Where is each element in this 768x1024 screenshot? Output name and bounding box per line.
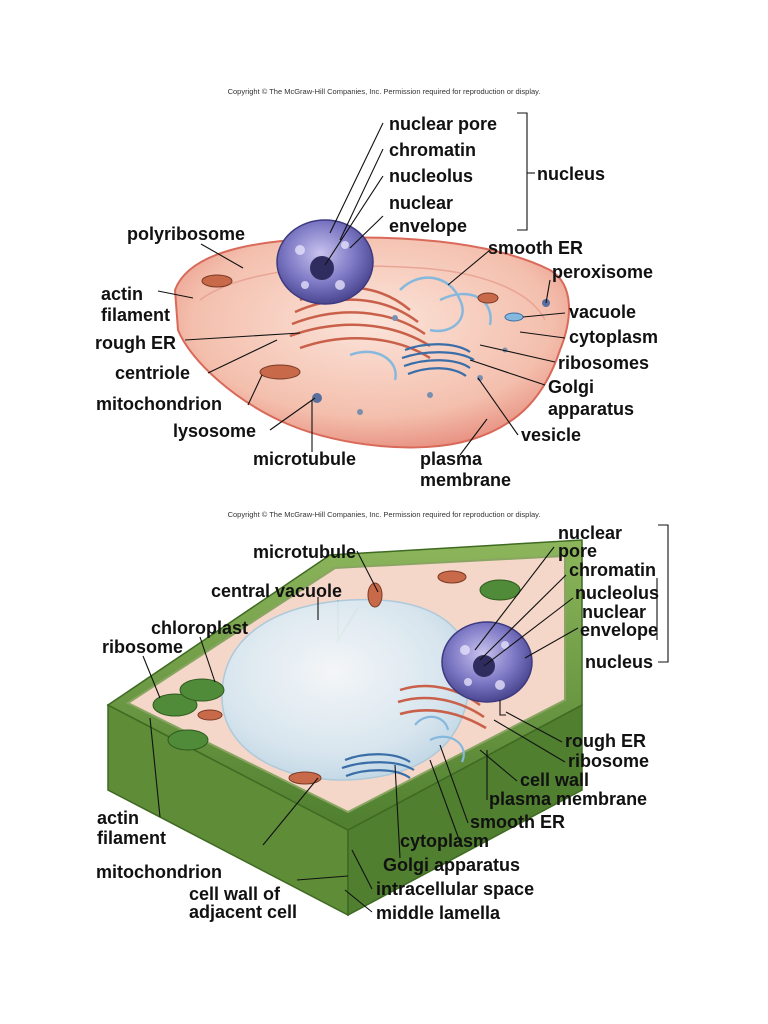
label-plant-nuclear-envelope-line1: nuclear (582, 602, 646, 622)
label-plant-middle-lamella: middle lamella (376, 903, 501, 923)
label-plant-ribosome-right: ribosome (568, 751, 649, 771)
label-plant-chloroplast: chloroplast (151, 618, 248, 638)
label-nuclear-pore: nuclear pore (389, 114, 497, 134)
plant-chloroplasts (152, 579, 521, 751)
label-plant-nuclear-pore-line2: pore (558, 541, 597, 561)
label-actin-filament-line1: actin (101, 284, 143, 304)
label-smooth-er: smooth ER (488, 238, 583, 258)
label-plant-cytoplasm: cytoplasm (400, 831, 489, 851)
label-plant-mitochondrion: mitochondrion (96, 862, 222, 882)
label-plant-smooth-er: smooth ER (470, 812, 565, 832)
label-mitochondrion: mitochondrion (96, 394, 222, 414)
label-plant-actin-filament-line1: actin (97, 808, 139, 828)
label-plant-rough-er: rough ER (565, 731, 646, 751)
copyright-notice-bottom: Copyright © The McGraw-Hill Companies, I… (228, 510, 541, 519)
label-plant-nuclear-pore-line1: nuclear (558, 523, 622, 543)
label-plant-cell-wall-adjacent-line2: adjacent cell (189, 902, 297, 922)
label-plant-cell-wall-adjacent-line1: cell wall of (189, 884, 281, 904)
label-rough-er: rough ER (95, 333, 176, 353)
label-plant-actin-filament-line2: filament (97, 828, 166, 848)
animal-lysosome (312, 393, 322, 403)
label-plant-nuclear-envelope-line2: envelope (580, 620, 658, 640)
label-microtubule: microtubule (253, 449, 356, 469)
plant-smooth-er (414, 715, 465, 763)
label-plant-microtubule: microtubule (253, 542, 356, 562)
label-golgi-line2: apparatus (548, 399, 634, 419)
label-plasma-membrane-line1: plasma (420, 449, 483, 469)
label-plant-plasma-membrane: plasma membrane (489, 789, 647, 809)
animal-mitochondria (201, 274, 499, 380)
label-plant-intracellular-space: intracellular space (376, 879, 534, 899)
animal-nucleolus (310, 256, 334, 280)
label-lysosome: lysosome (173, 421, 256, 441)
label-actin-filament-line2: filament (101, 305, 170, 325)
copyright-notice-top: Copyright © The McGraw-Hill Companies, I… (228, 87, 541, 96)
label-peroxisome: peroxisome (552, 262, 653, 282)
label-plant-chromatin: chromatin (569, 560, 656, 580)
animal-vacuole (504, 312, 524, 322)
label-nuclear-envelope-line2: envelope (389, 216, 467, 236)
label-polyribosome: polyribosome (127, 224, 245, 244)
plant-mitochondrion (288, 771, 322, 785)
label-plasma-membrane-line2: membrane (420, 470, 511, 490)
plant-cell-labels: microtubule nuclear pore chromatin centr… (96, 523, 659, 923)
label-plant-nucleolus: nucleolus (575, 583, 659, 603)
animal-leader-lines (157, 112, 566, 456)
label-nucleus: nucleus (537, 164, 605, 184)
plant-central-vacuole (221, 598, 471, 781)
label-nuclear-envelope-line1: nuclear (389, 193, 453, 213)
label-plant-central-vacuole: central vacuole (211, 581, 342, 601)
plant-cell-illustration (106, 539, 583, 917)
label-golgi-line1: Golgi (548, 377, 594, 397)
label-nucleolus: nucleolus (389, 166, 473, 186)
label-plant-nucleus: nucleus (585, 652, 653, 672)
plant-golgi (341, 753, 415, 779)
animal-cell-labels: nuclear pore chromatin nucleolus nuclear… (95, 114, 658, 490)
label-plant-golgi-apparatus: Golgi apparatus (383, 855, 520, 875)
label-chromatin: chromatin (389, 140, 476, 160)
label-plant-ribosome-left: ribosome (102, 637, 183, 657)
label-cytoplasm: cytoplasm (569, 327, 658, 347)
label-vacuole: vacuole (569, 302, 636, 322)
label-centriole: centriole (115, 363, 190, 383)
plant-leader-lines (142, 524, 669, 913)
animal-golgi (401, 343, 475, 377)
label-plant-cell-wall: cell wall (520, 770, 589, 790)
animal-cell-illustration (173, 219, 570, 449)
label-vesicle: vesicle (521, 425, 581, 445)
label-ribosomes: ribosomes (558, 353, 649, 373)
